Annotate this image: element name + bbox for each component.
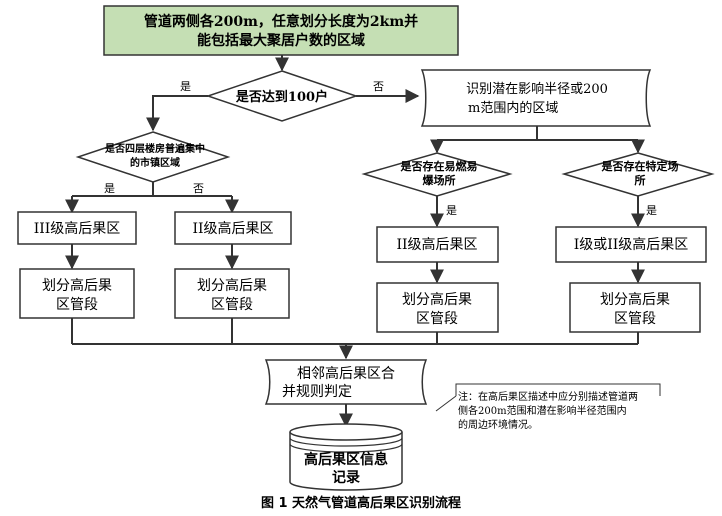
identify-area-line2: m范围内的区域 bbox=[468, 100, 558, 116]
divide-4-line1: 划分高后果 bbox=[600, 291, 670, 308]
class1or2-box bbox=[555, 226, 707, 263]
record-line1: 高后果区信息 bbox=[304, 451, 388, 468]
no-label-town: 否 bbox=[193, 182, 204, 195]
class2-left-box bbox=[174, 211, 292, 245]
yes-label-specific: 是 bbox=[646, 204, 657, 217]
merge-line1: 相邻高后果区合 bbox=[297, 365, 395, 382]
identify-area-line1: 识别潜在影响半径或200 bbox=[466, 81, 608, 97]
start-text-line2: 能包括最大聚居户数的区域 bbox=[197, 32, 365, 49]
connectors bbox=[65, 55, 645, 428]
start-box bbox=[103, 5, 459, 56]
record-line2: 记录 bbox=[332, 470, 360, 486]
divide-4-line2: 区管段 bbox=[614, 311, 656, 327]
divide-2-line1: 划分高后果 bbox=[197, 277, 267, 294]
decision-100-diamond bbox=[205, 70, 359, 122]
no-label-100: 否 bbox=[373, 80, 384, 93]
class3-box bbox=[17, 211, 137, 245]
start-text-line1: 管道两侧各200m，任意划分长度为2km并 bbox=[144, 13, 418, 30]
decision-town-line1: 是否四层楼房普遍集中 bbox=[104, 142, 205, 155]
figure-caption: 图 1 天然气管道高后果区识别流程 bbox=[261, 495, 461, 511]
divide-3-line1: 划分高后果 bbox=[402, 291, 472, 308]
record-cylinder bbox=[289, 423, 403, 491]
class2-right-text: II级高后果区 bbox=[396, 236, 477, 253]
decision-flammable-line2: 爆场所 bbox=[423, 173, 456, 187]
decision-town-line2: 的市镇区域 bbox=[130, 156, 180, 169]
divide-3-line2: 区管段 bbox=[416, 311, 458, 327]
divide-2-line2: 区管段 bbox=[211, 297, 253, 313]
merge-line2: 并规则判定 bbox=[282, 384, 352, 400]
decision-specific-line2: 所 bbox=[635, 173, 646, 187]
decision-town-diamond bbox=[75, 131, 231, 183]
class2-right-box bbox=[376, 226, 499, 263]
yes-label-town: 是 bbox=[104, 182, 115, 195]
decision-specific-line1: 是否存在特定场 bbox=[601, 159, 679, 173]
note-line3: 的周边环境情况。 bbox=[458, 418, 538, 431]
note-line2: 侧各200m范围和潜在影响半径范围内 bbox=[458, 404, 627, 417]
decision-specific-diamond bbox=[561, 152, 715, 197]
decision-100-text: 是否达到100户 bbox=[235, 89, 328, 105]
merge-box bbox=[264, 359, 428, 405]
divide-box-2 bbox=[174, 268, 290, 319]
class2-left-text: II级高后果区 bbox=[192, 220, 273, 237]
divide-box-4 bbox=[569, 282, 701, 333]
divide-1-line2: 区管段 bbox=[56, 297, 98, 313]
yes-label-flammable: 是 bbox=[446, 204, 457, 217]
class1or2-text: I级或II级高后果区 bbox=[574, 236, 689, 253]
divide-box-1 bbox=[19, 268, 135, 319]
note-pointer bbox=[435, 395, 457, 412]
yes-label-100: 是 bbox=[180, 80, 191, 93]
decision-flammable-line1: 是否存在易燃易 bbox=[400, 159, 478, 173]
divide-1-line1: 划分高后果 bbox=[42, 277, 112, 294]
note-line1: 注：在高后果区描述中应分别描述管道两 bbox=[458, 390, 638, 403]
note-bracket bbox=[455, 383, 661, 396]
decision-flammable-diamond bbox=[361, 152, 513, 197]
divide-box-3 bbox=[376, 282, 499, 333]
class3-text: III级高后果区 bbox=[34, 220, 121, 237]
identify-area-box bbox=[420, 69, 652, 127]
